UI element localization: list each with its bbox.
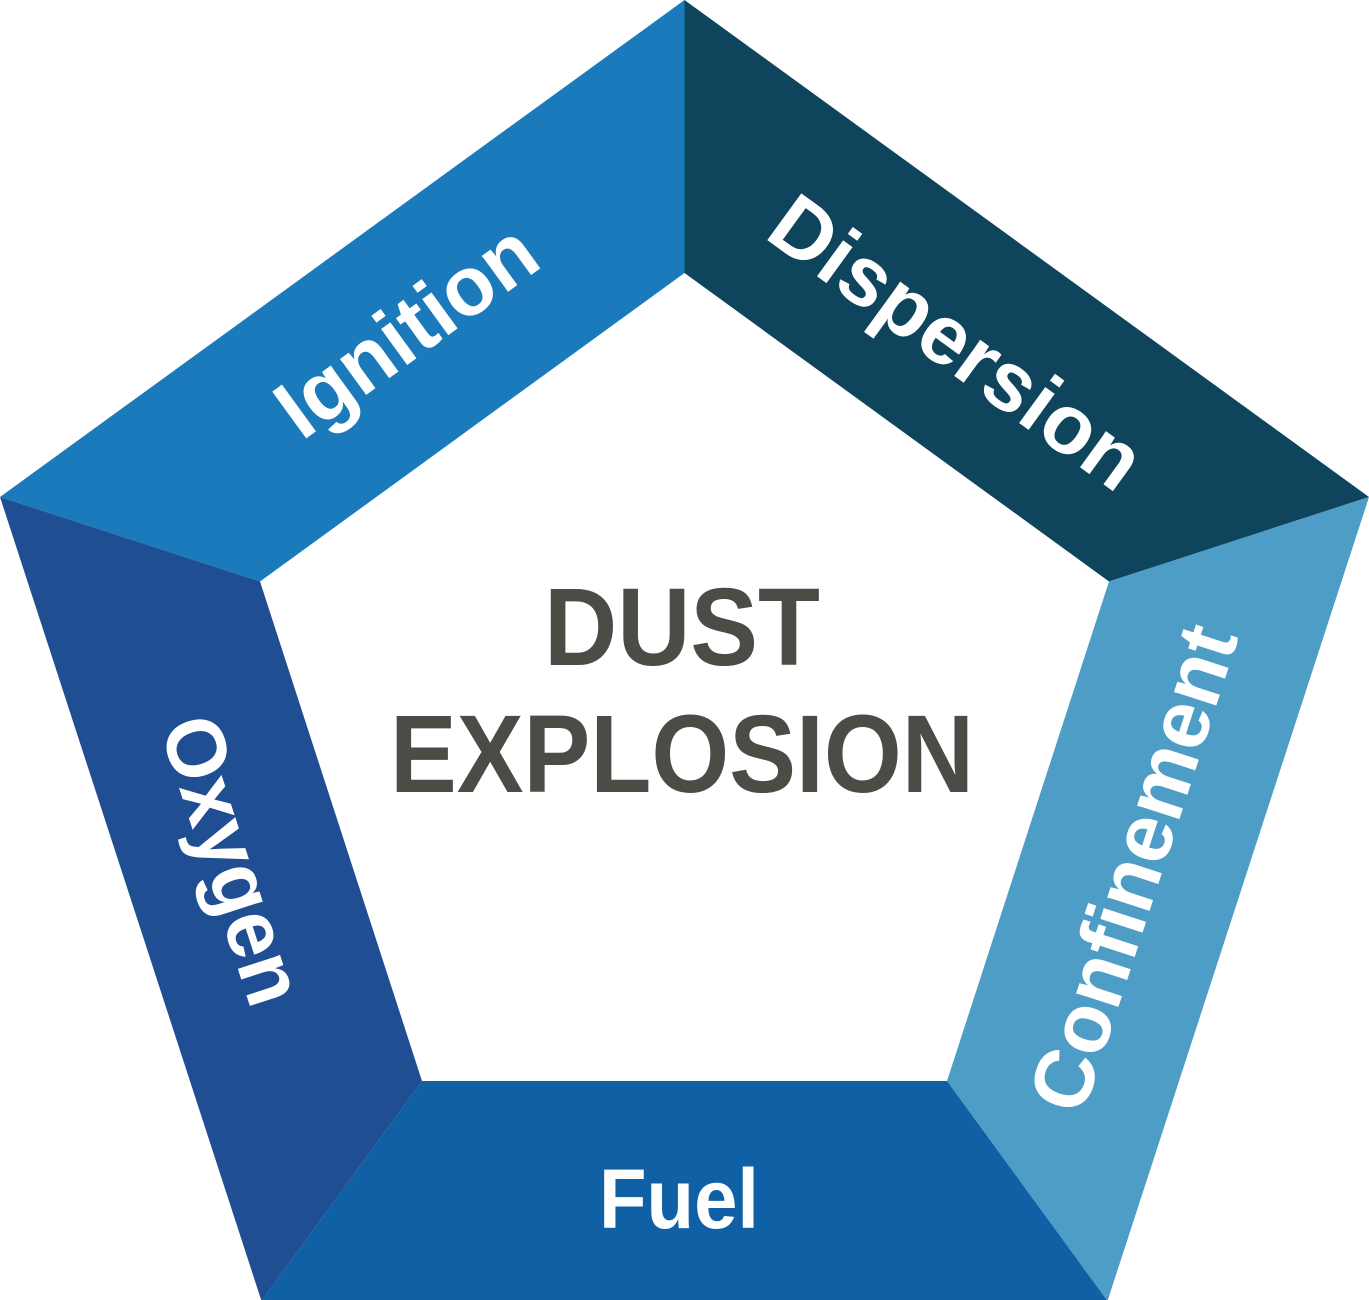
segment-ignition-shape <box>0 0 685 582</box>
segment-oxygen-shape <box>0 497 422 1300</box>
segment-confinement-shape <box>947 497 1369 1300</box>
segment-fuel-shape <box>262 1081 1107 1300</box>
segment-dispersion-shape <box>684 0 1369 582</box>
center-title-line-2: EXPLOSION <box>390 693 974 816</box>
segment-label-fuel: Fuel <box>599 1152 759 1246</box>
center-title-line-1: DUST <box>544 566 820 689</box>
